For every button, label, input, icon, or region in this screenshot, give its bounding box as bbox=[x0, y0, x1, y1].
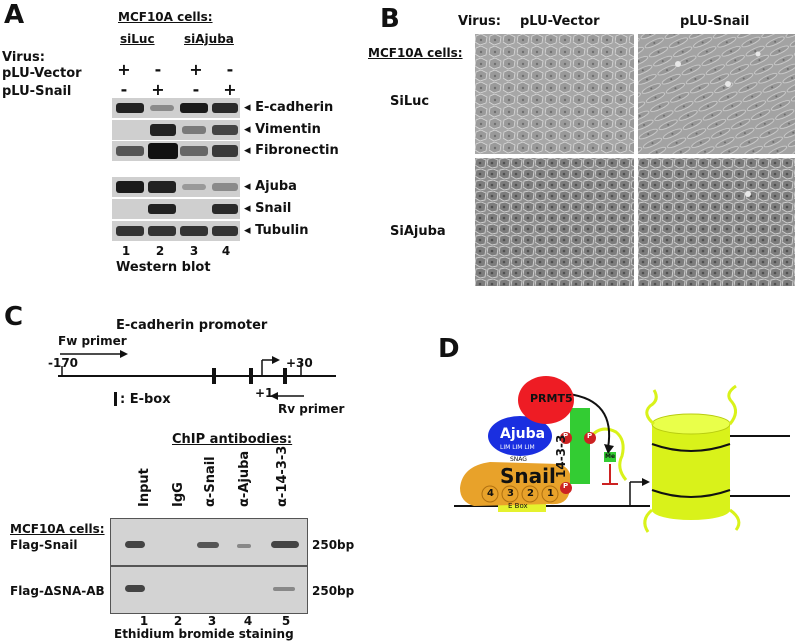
sign: - bbox=[120, 80, 128, 99]
marker-fibronectin: ◂ Fibronectin bbox=[244, 143, 339, 158]
marker-ecadherin-text: E-cadherin bbox=[255, 100, 334, 115]
sign: - bbox=[226, 60, 234, 79]
micrograph-siluc-vector bbox=[475, 34, 634, 154]
fw-primer-label: Fw primer bbox=[58, 334, 127, 348]
blot-ecadherin bbox=[112, 98, 240, 118]
sign: + bbox=[117, 60, 131, 79]
finger-label: 3 bbox=[507, 488, 514, 499]
antibody-label: IgG bbox=[171, 482, 186, 507]
lane-number: 5 bbox=[281, 614, 291, 628]
marker-vimentin-text: Vimentin bbox=[255, 122, 321, 137]
finger-label: 2 bbox=[527, 488, 534, 499]
model-diagram bbox=[454, 376, 790, 533]
column-header-plu-snail: pLU-Snail bbox=[680, 14, 750, 29]
marker-snail-text: Snail bbox=[255, 201, 292, 216]
phospho-label: P bbox=[563, 432, 569, 440]
finger-label: 4 bbox=[487, 488, 494, 499]
lane-number: 3 bbox=[207, 614, 217, 628]
micrograph-siajuba-snail bbox=[638, 158, 795, 286]
lane-number: 2 bbox=[155, 244, 165, 258]
marker-ajuba-text: Ajuba bbox=[255, 179, 297, 194]
lim-label: LIM LIM LIM bbox=[500, 444, 535, 451]
row-label-siluc: SiLuc bbox=[390, 94, 430, 109]
protein-1433-label: 14-3-3 bbox=[554, 434, 568, 478]
gel-row-flag-snail: Flag-Snail bbox=[10, 538, 78, 552]
antibody-label: α-Ajuba bbox=[237, 450, 252, 507]
gel-row-flag-delta: Flag-ΔSNA-AB bbox=[10, 584, 105, 598]
chip-title: ChIP antibodies: bbox=[172, 432, 293, 447]
snail-label: Snail bbox=[500, 464, 556, 488]
antibody-label: α-Snail bbox=[203, 456, 218, 507]
blot-tubulin bbox=[112, 221, 240, 241]
sign: + bbox=[189, 60, 203, 79]
ebox-legend: : E-box bbox=[120, 392, 171, 407]
lane-number: 3 bbox=[189, 244, 199, 258]
ajuba-label: Ajuba bbox=[500, 426, 546, 442]
position-end: +30 bbox=[286, 356, 313, 370]
panel-b-virus-label: Virus: bbox=[458, 14, 501, 29]
size-label: 250bp bbox=[312, 584, 355, 598]
sign: + bbox=[223, 80, 237, 99]
blot-ajuba bbox=[112, 177, 240, 197]
promoter-diagram bbox=[58, 350, 336, 406]
position-tss: +1 bbox=[255, 386, 274, 400]
panel-a-virus-label: Virus: bbox=[2, 50, 45, 65]
size-label: 250bp bbox=[312, 538, 355, 552]
antibody-label: Input bbox=[137, 468, 152, 507]
marker-tubulin-text: Tubulin bbox=[255, 223, 309, 238]
phospho-label: P bbox=[563, 482, 569, 490]
blot-fibronectin bbox=[112, 141, 240, 161]
lane-number: 2 bbox=[173, 614, 183, 628]
lane-number: 1 bbox=[121, 244, 131, 258]
marker-vimentin: ◂ Vimentin bbox=[244, 122, 321, 137]
marker-fibronectin-text: Fibronectin bbox=[255, 143, 339, 158]
panel-c-caption: Ethidium bromide staining bbox=[114, 627, 294, 641]
snag-label: SNAG bbox=[510, 456, 527, 463]
prmt5-label: PRMT5 bbox=[530, 392, 573, 405]
marker-tubulin: ◂ Tubulin bbox=[244, 223, 309, 238]
row-label-siajuba: SiAjuba bbox=[390, 224, 446, 239]
row-label-plu-snail: pLU-Snail bbox=[2, 84, 72, 99]
panel-b-cells-title: MCF10A cells: bbox=[368, 46, 463, 60]
marker-ecadherin: ◂ E-cadherin bbox=[244, 100, 334, 115]
lane-number: 4 bbox=[243, 614, 253, 628]
sign: - bbox=[154, 60, 162, 79]
column-header-plu-vector: pLU-Vector bbox=[520, 14, 600, 29]
rv-primer-label: Rv primer bbox=[278, 402, 345, 416]
lane-number: 1 bbox=[139, 614, 149, 628]
marker-snail: ◂ Snail bbox=[244, 201, 292, 216]
sign: - bbox=[192, 80, 200, 99]
promoter-title: E-cadherin promoter bbox=[116, 318, 268, 333]
phospho-label: P bbox=[587, 432, 593, 440]
panel-d-letter: D bbox=[438, 334, 460, 364]
row-label-plu-vector: pLU-Vector bbox=[2, 66, 82, 81]
blot-vimentin bbox=[112, 120, 240, 140]
lane-number: 4 bbox=[221, 244, 231, 258]
panel-a-letter: A bbox=[4, 0, 25, 30]
sign: + bbox=[151, 80, 165, 99]
methyl-label: Me bbox=[605, 453, 616, 460]
marker-ajuba: ◂ Ajuba bbox=[244, 179, 297, 194]
antibody-label: α-14-3-3 bbox=[275, 445, 290, 507]
gel-flag-delta bbox=[110, 566, 308, 614]
micrograph-siluc-snail bbox=[638, 34, 795, 154]
group-siajuba: siAjuba bbox=[184, 32, 234, 46]
panel-a-caption: Western blot bbox=[116, 260, 211, 275]
panel-a-cells-title: MCF10A cells: bbox=[118, 10, 213, 24]
ebox-label: E Box bbox=[508, 502, 528, 510]
position-start: -170 bbox=[48, 356, 79, 370]
panel-c-cells-title: MCF10A cells: bbox=[10, 522, 105, 536]
gel-flag-snail bbox=[110, 518, 308, 566]
micrograph-siajuba-vector bbox=[475, 158, 634, 286]
group-siluc: siLuc bbox=[120, 32, 155, 46]
panel-c-letter: C bbox=[4, 302, 24, 332]
blot-snail bbox=[112, 199, 240, 219]
panel-b-letter: B bbox=[380, 4, 400, 34]
finger-label: 1 bbox=[547, 488, 554, 499]
